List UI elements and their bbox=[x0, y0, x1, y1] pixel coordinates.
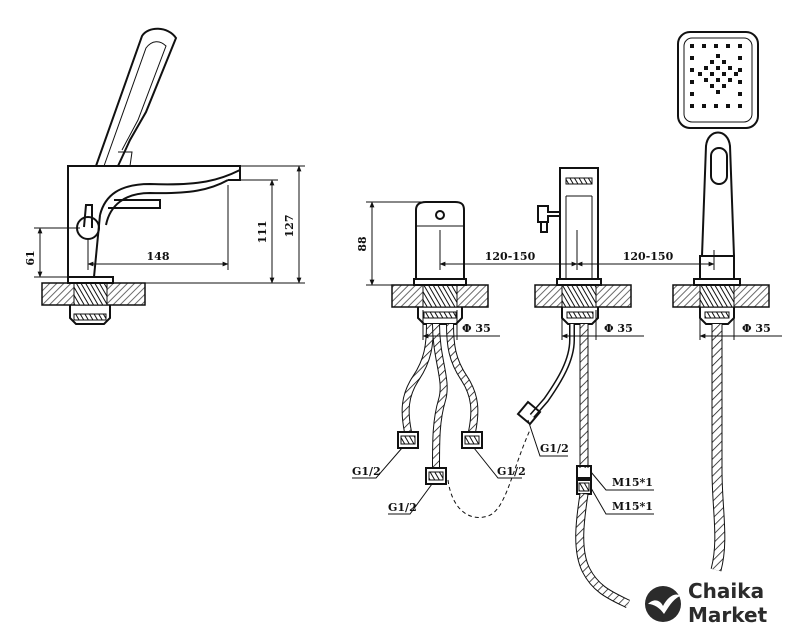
dim-spacing-left: 120-150 bbox=[485, 250, 536, 263]
dim-spout-reach: 148 bbox=[147, 250, 170, 263]
threaded-shank-left bbox=[73, 282, 108, 306]
spacing-dimensions: 120-150 120-150 bbox=[439, 230, 715, 270]
dim-hole-diameter-2: Φ 35 bbox=[604, 322, 633, 335]
dim-spout-height: 111 bbox=[256, 221, 269, 244]
dim-handle-height: 61 bbox=[24, 250, 37, 265]
diverter-tube bbox=[529, 324, 575, 418]
dim-total-height: 127 bbox=[283, 215, 296, 238]
handle-knob bbox=[76, 216, 100, 240]
label-left-inlet: G1/2 bbox=[352, 465, 381, 478]
label-right-inlet: G1/2 bbox=[497, 465, 526, 478]
brand-name-line2: Market bbox=[688, 603, 768, 627]
label-hose-bottom: M15*1 bbox=[612, 500, 653, 513]
shower-head bbox=[677, 31, 759, 129]
label-hose-top: M15*1 bbox=[612, 476, 653, 489]
dim-hole-diameter-3: Φ 35 bbox=[742, 322, 771, 335]
spout-side-view: 61 148 111 127 bbox=[24, 27, 305, 325]
label-diverter-port: G1/2 bbox=[540, 442, 569, 455]
brand-name-line1: Chaika bbox=[688, 579, 764, 603]
dim-mixer-height: 88 bbox=[356, 236, 369, 252]
hand-shower-front-view: Φ 35 bbox=[672, 31, 782, 572]
diverter-view: Φ 35 G1/2 M15*1 M15*1 bbox=[516, 167, 654, 609]
dim-hole-diameter-1: Φ 35 bbox=[462, 322, 491, 335]
label-outlet: G1/2 bbox=[388, 501, 417, 514]
dim-spacing-right: 120-150 bbox=[623, 250, 674, 263]
hand-shower-side bbox=[95, 27, 178, 167]
brand-logo: Chaika Market bbox=[645, 579, 768, 627]
nozzle-grid bbox=[690, 44, 742, 108]
mixer-body-view: 88 Φ 35 G1/2 G1/2 G1/2 bbox=[352, 201, 531, 518]
logo-mark bbox=[645, 586, 681, 622]
